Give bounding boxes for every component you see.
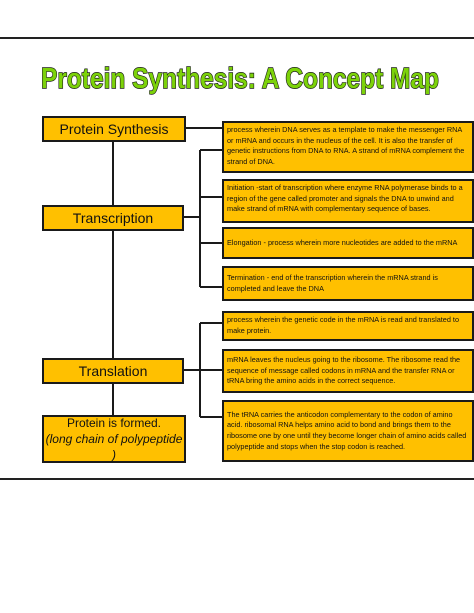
desc-trna-text: The tRNA carries the anticodon complemen… bbox=[227, 409, 467, 451]
outcome-line-2: (long chain of polypeptide ) bbox=[45, 432, 183, 462]
desc-protein-synthesis-text: process wherein DNA serves as a template… bbox=[227, 125, 465, 166]
desc-mrna-ribosome: mRNA leaves the nucleus going to the rib… bbox=[222, 349, 474, 393]
desc-termination-text: Termination - end of the transcription w… bbox=[227, 272, 438, 293]
node-translation-label: Translation bbox=[78, 363, 148, 379]
desc-elongation-text: Elongation - process wherein more nucleo… bbox=[227, 237, 458, 247]
node-protein-synthesis-label: Protein Synthesis bbox=[59, 121, 169, 137]
desc-termination: Termination - end of the transcription w… bbox=[222, 266, 474, 301]
node-transcription: Transcription bbox=[42, 205, 184, 231]
desc-initiation-text: Initiation -start of transcription where… bbox=[227, 183, 463, 214]
node-protein-formed: Protein is formed. (long chain of polype… bbox=[42, 415, 186, 463]
bottom-divider bbox=[0, 478, 474, 480]
page-title-graphic: Protein Synthesis: A Concept Map bbox=[40, 62, 439, 95]
node-protein-synthesis: Protein Synthesis bbox=[42, 116, 186, 142]
outcome-line-1: Protein is formed. bbox=[66, 416, 162, 430]
desc-trna: The tRNA carries the anticodon complemen… bbox=[222, 400, 474, 462]
desc-translation: process wherein the genetic code in the … bbox=[222, 311, 474, 341]
desc-elongation: Elongation - process wherein more nucleo… bbox=[222, 227, 474, 259]
node-transcription-label: Transcription bbox=[72, 210, 154, 226]
desc-protein-synthesis: process wherein DNA serves as a template… bbox=[222, 121, 474, 173]
page-title: Protein Synthesis: A Concept Map bbox=[41, 63, 439, 95]
desc-initiation: Initiation -start of transcription where… bbox=[222, 179, 474, 223]
top-divider bbox=[0, 37, 474, 39]
desc-mrna-ribosome-text: mRNA leaves the nucleus going to the rib… bbox=[227, 355, 461, 386]
desc-translation-text: process wherein the genetic code in the … bbox=[227, 315, 460, 335]
node-translation: Translation bbox=[42, 358, 184, 384]
